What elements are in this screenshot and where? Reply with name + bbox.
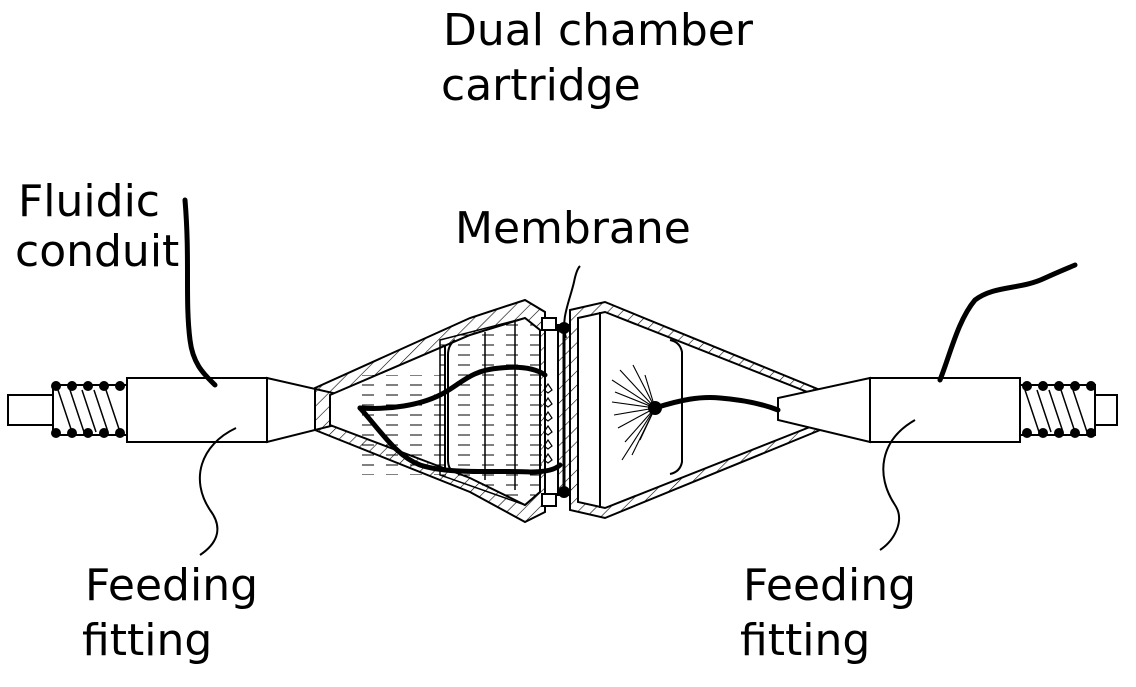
top-title-label: Dual chamber cartridge — [441, 3, 753, 113]
feeding-fitting-right-line-2: fitting — [740, 615, 871, 666]
right-inner-wire — [652, 395, 781, 413]
feeding-fitting-right-label: Feeding fitting — [740, 558, 917, 668]
membrane-assembly — [541, 317, 571, 507]
fluidic-conduit-line-1: Fluidic — [18, 176, 160, 227]
top-title-line-2: cartridge — [441, 60, 641, 111]
feeding-fitting-right-line-1: Feeding — [743, 560, 917, 611]
left-feeding-fitting — [7, 376, 356, 444]
feeding-fitting-left-line-1: Feeding — [85, 560, 259, 611]
right-chamber — [569, 300, 826, 520]
right-spring-dots — [1022, 381, 1096, 438]
feeding-fitting-left-line-2: fitting — [82, 615, 213, 666]
fluidic-conduit-label: Fluidic conduit — [15, 174, 180, 279]
left-chamber — [314, 298, 553, 524]
membrane-label: Membrane — [455, 201, 691, 256]
right-tube-end — [1094, 394, 1118, 426]
left-chamber-droplets — [543, 382, 553, 464]
top-title-line-1: Dual chamber — [443, 5, 753, 56]
right-feeding-fitting — [777, 376, 1118, 444]
left-fitting-body — [126, 377, 268, 443]
membrane-label-text: Membrane — [455, 203, 691, 254]
left-inner-wire-top — [357, 364, 548, 411]
leader-left-fitting — [198, 427, 237, 556]
left-conduit — [182, 197, 218, 388]
left-inner-wire-bottom — [357, 405, 563, 475]
right-spring-coils — [1024, 389, 1088, 433]
left-tube-end — [7, 394, 54, 426]
feeding-fitting-left-label: Feeding fitting — [82, 558, 259, 668]
fluidic-conduit-line-2: conduit — [15, 226, 180, 277]
fluidic-conduits — [182, 197, 1078, 475]
left-spring-coils — [57, 389, 121, 433]
leader-lines — [198, 265, 916, 556]
leader-right-fitting — [879, 419, 916, 551]
left-spring-dots — [51, 381, 125, 438]
right-conduit — [937, 262, 1078, 383]
right-fitting-body — [869, 377, 1021, 443]
leader-membrane — [563, 265, 581, 339]
